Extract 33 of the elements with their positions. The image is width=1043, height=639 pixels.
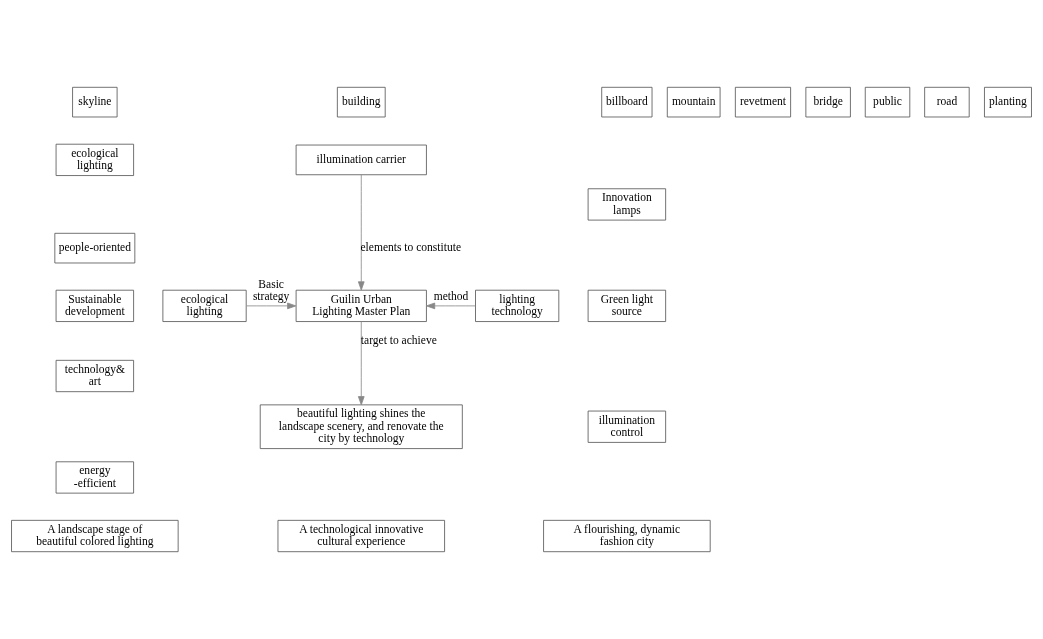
arrow <box>357 174 365 291</box>
arrow <box>357 321 365 406</box>
node-box: Sustainable development <box>55 289 134 322</box>
arrow <box>246 302 297 310</box>
node-box: people-oriented <box>54 232 136 264</box>
node-box: illumination carrier <box>295 144 427 176</box>
edge-label: elements to constitute <box>360 241 462 254</box>
edge-label: Basic strategy <box>252 277 290 303</box>
edge-label: method <box>433 290 469 303</box>
node-box: ecological lighting <box>162 289 247 322</box>
node-box: beautiful lighting shines the landscape scenery, and renovate the city by technology <box>259 404 463 449</box>
node-box: Guilin Urban Lighting Master Plan <box>295 289 427 322</box>
node-box: mountain <box>666 86 721 118</box>
node-box: road <box>924 86 970 118</box>
edge-label: target to achieve <box>360 334 437 346</box>
node-box: A flourishing, dynamic fashion city <box>543 519 711 553</box>
node-box: Innovation lamps <box>587 188 667 221</box>
node-box: bridge <box>805 86 851 118</box>
node-box: revetment <box>734 86 791 118</box>
node-box: planting <box>984 86 1032 118</box>
node-box: ecological lighting <box>55 143 134 176</box>
node-box: Green light source <box>587 289 667 322</box>
arrow <box>426 302 476 310</box>
node-box: skyline <box>72 86 118 118</box>
node-box: A technological innovative cultural experience <box>277 519 445 553</box>
node-box: lighting technology <box>475 289 560 322</box>
node-box: technology& art <box>55 359 134 393</box>
node-box: public <box>864 86 911 118</box>
node-box: illumination control <box>587 410 667 443</box>
node-box: billboard <box>601 86 653 118</box>
node-box: energy -efficient <box>55 461 134 494</box>
node-box: building <box>336 86 386 118</box>
node-box: A landscape stage of beautiful colored lighting <box>11 519 179 553</box>
